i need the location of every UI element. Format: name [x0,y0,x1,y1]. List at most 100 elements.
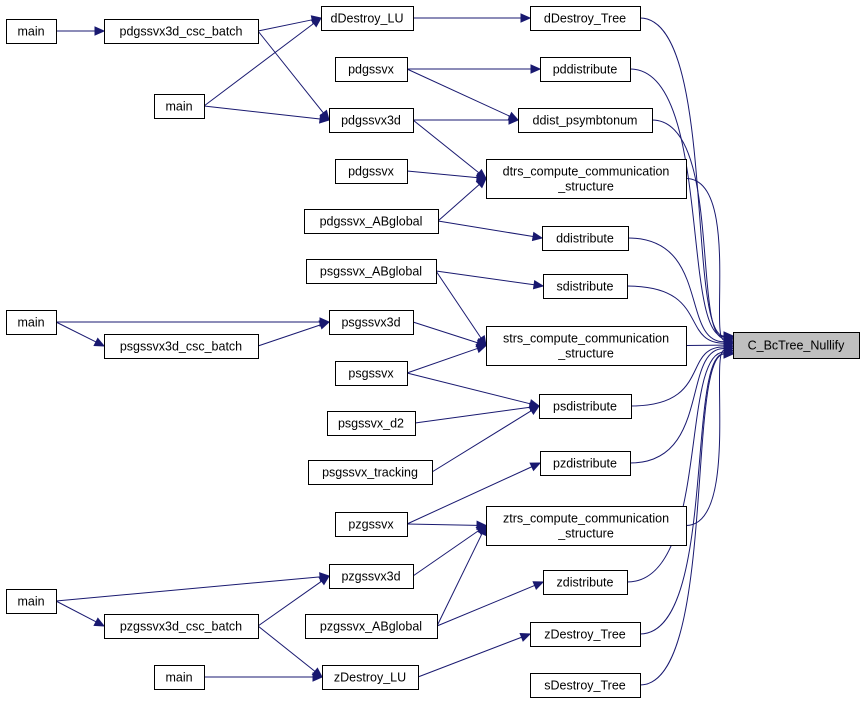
node-label: dDestroy_Tree [544,12,626,26]
node-pzgssvx3d-csc-batch[interactable]: pzgssvx3d_csc_batch [104,614,259,639]
node-label: pdgssvx_ABglobal [320,215,423,229]
node-main5[interactable]: main [154,665,205,690]
arrowhead [520,13,532,23]
edge [435,270,535,286]
edge [685,349,725,526]
edge [406,68,511,117]
edge [257,625,316,672]
node-psdistribute[interactable]: psdistribute [539,394,632,419]
node-ddist-psymbtonum[interactable]: ddist_psymbtonum [518,108,653,133]
node-main4[interactable]: main [6,589,57,614]
node-pdgssvx3d[interactable]: pdgssvx3d [329,108,414,133]
edge [639,353,725,686]
edge [651,119,725,339]
arrowhead [477,524,487,537]
node-zdistribute[interactable]: zdistribute [543,570,628,595]
edge [257,19,313,32]
edge [629,348,725,464]
node-label: _structure [557,180,614,194]
node-pzgssvx[interactable]: pzgssvx [335,512,408,537]
node-psgssvx-tracking[interactable]: psgssvx_tracking [308,460,433,485]
node-label: psgssvx3d_csc_batch [120,340,242,354]
arrowhead [519,632,532,642]
node-label: sDestroy_Tree [544,679,626,693]
node-main1[interactable]: main [6,19,57,44]
node-label: main [165,100,192,114]
node-label: pzgssvx3d [341,570,400,584]
node-label: ddistribute [556,232,614,246]
node-label: C_BcTree_Nullify [748,339,846,353]
node-ddestroy-tree[interactable]: dDestroy_Tree [530,6,641,31]
node-pzgssvx3d[interactable]: pzgssvx3d [329,564,414,589]
edge [630,346,725,407]
node-strs[interactable]: strs_compute_communication_structure [486,326,687,366]
arrowhead [318,575,331,586]
node-ddistribute[interactable]: ddistribute [542,226,629,251]
node-pzgssvx-abglobal[interactable]: pzgssvx_ABglobal [305,614,438,639]
node-target[interactable]: C_BcTree_Nullify [733,332,860,359]
node-zdestroy-lu[interactable]: zDestroy_LU [322,665,419,690]
node-label: pdgssvx [348,63,395,77]
node-box [329,564,414,589]
node-ddestroy-lu[interactable]: dDestroy_LU [321,6,414,31]
node-label: ddist_psymbtonum [533,114,638,128]
node-box [486,326,687,366]
node-main2[interactable]: main [154,94,205,119]
node-psgssvx-d2[interactable]: psgssvx_d2 [327,411,416,436]
node-pdgssvx-b[interactable]: pdgssvx [335,159,408,184]
node-box [308,460,433,485]
node-psgssvx3d[interactable]: psgssvx3d [329,310,414,335]
node-box [543,570,628,595]
node-box [304,209,439,234]
node-label: main [17,595,44,609]
node-pdgssvx-abglobal[interactable]: pdgssvx_ABglobal [304,209,439,234]
node-label: pzgssvx3d_csc_batch [120,620,242,634]
node-psgssvx-abglobal[interactable]: psgssvx_ABglobal [306,259,437,284]
edge [626,285,725,344]
edge [436,584,535,627]
edge [406,466,533,525]
node-label: pdgssvx [348,165,395,179]
edge [406,523,478,526]
node-box [154,94,205,119]
node-ztrs[interactable]: ztrs_compute_communication_structure [486,506,687,546]
node-main3[interactable]: main [6,310,57,335]
arrowhead [93,337,106,347]
arrowhead [532,581,545,591]
node-label: _structure [557,347,614,361]
node-zdestroy-tree[interactable]: zDestroy_Tree [530,622,641,647]
node-label: main [17,316,44,330]
node-label: main [165,671,192,685]
node-label: psdistribute [553,400,617,414]
edge [436,533,483,627]
arrowhead [475,344,488,354]
node-label: psgssvx3d [341,316,400,330]
node-pdgssvx-a[interactable]: pdgssvx [335,57,408,82]
node-pddistribute[interactable]: pddistribute [540,57,631,82]
arrowhead [319,114,331,124]
node-box [104,334,259,359]
node-label: pdgssvx3d [341,114,401,128]
edge [203,105,321,120]
arrowhead [93,617,106,627]
edge [437,184,480,222]
arrowhead [312,672,324,682]
edge [685,178,725,341]
node-psgssvx[interactable]: psgssvx [335,361,408,386]
node-label: psgssvx_tracking [322,466,418,480]
node-pdgssvx3d-csc-batch[interactable]: pdgssvx3d_csc_batch [104,19,259,44]
edge [203,23,315,107]
node-box [104,19,259,44]
edge [626,351,725,583]
node-psgssvx3d-csc-batch[interactable]: psgssvx3d_csc_batch [104,334,259,359]
node-sdistribute[interactable]: sdistribute [543,274,628,299]
node-label: pzgssvx_ABglobal [320,620,422,634]
arrowhead [508,115,520,125]
node-sdestroy-tree[interactable]: sDestroy_Tree [530,673,641,698]
node-dtrs[interactable]: dtrs_compute_communication_structure [486,159,687,199]
arrowhead [531,231,544,242]
node-box [154,665,205,690]
node-pzdistribute[interactable]: pzdistribute [540,451,631,476]
edge [55,600,97,623]
node-box [540,451,631,476]
